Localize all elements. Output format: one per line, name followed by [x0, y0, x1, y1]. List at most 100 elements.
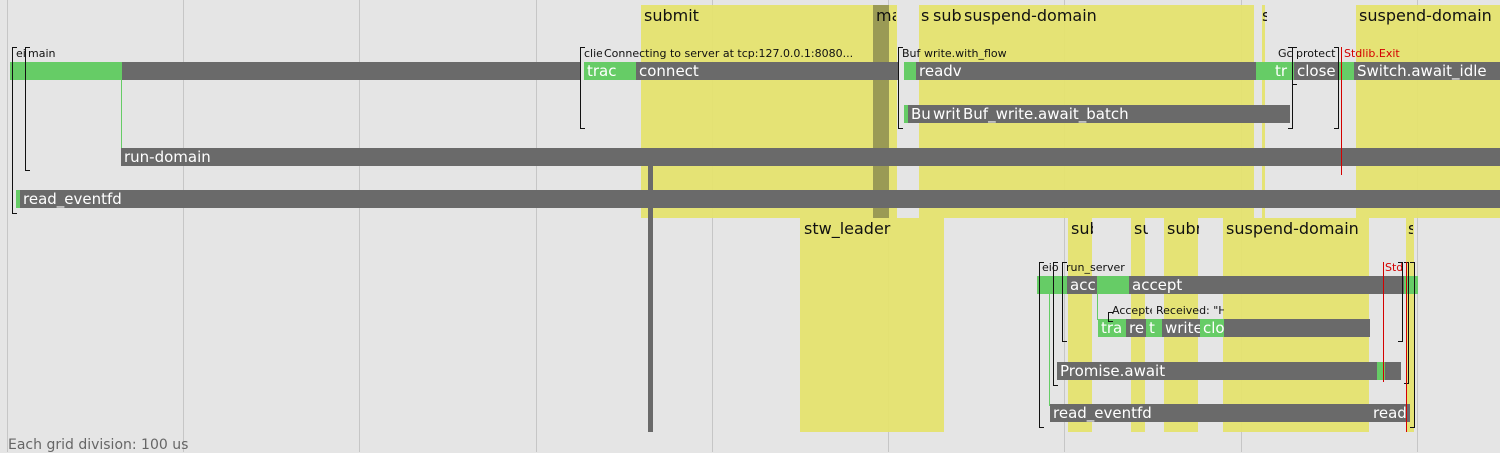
fiber-bar[interactable]: readv [916, 62, 1256, 80]
span-label: read_eventfd [23, 190, 122, 208]
fiber-bar[interactable] [122, 62, 580, 80]
grid-line [7, 0, 8, 452]
log-message: Received: "H [1156, 305, 1224, 317]
fiber-bar-active[interactable] [1377, 362, 1385, 380]
suspend-label: sub [933, 7, 961, 25]
exit-label: Stdlib.Exit [1344, 48, 1400, 60]
exit-marker [1383, 262, 1384, 382]
fiber-bar-active[interactable] [1097, 276, 1129, 294]
suspend-region[interactable] [889, 5, 897, 218]
fiber-bar-active[interactable] [1256, 62, 1272, 80]
grid-line [183, 0, 184, 452]
fiber-bar-active[interactable] [1037, 276, 1067, 294]
exit-marker [1341, 47, 1342, 175]
fiber-bar[interactable] [1385, 362, 1401, 380]
span-label: clo [1203, 319, 1224, 337]
fiber-label: Gc [1278, 48, 1292, 60]
fiber-bar[interactable]: write [1162, 319, 1200, 337]
fiber-bar[interactable]: acc [1067, 276, 1097, 294]
fiber-bracket [12, 47, 17, 214]
fiber-bar[interactable]: Promise.await [1057, 362, 1377, 380]
fiber-bar-active[interactable] [10, 62, 122, 80]
span-label: tra [1101, 319, 1123, 337]
suspend-label: subr [1167, 220, 1199, 238]
fiber-bracket [1039, 262, 1044, 428]
span-label: Buf_write.await_batch [963, 105, 1129, 123]
fiber-bar-active[interactable] [904, 62, 916, 80]
fiber-bar-active[interactable]: t [1146, 319, 1162, 337]
fiber-bar[interactable]: read [1370, 404, 1410, 422]
fiber-bar[interactable]: read_eventfd [1050, 404, 1370, 422]
suspend-region[interactable] [1406, 218, 1414, 432]
fiber-connector [121, 80, 122, 148]
fiber-bar[interactable]: Bu [908, 105, 930, 123]
span-label: accept [1132, 276, 1183, 294]
fiber-bracket [1398, 262, 1403, 342]
fiber-bracket [1410, 262, 1415, 428]
suspend-label: s [1262, 7, 1267, 25]
fiber-bracket [898, 47, 903, 129]
fiber-label: run_server [1066, 262, 1125, 274]
log-message: Connecting to server at tcp:127.0.0.1:80… [604, 48, 854, 60]
fiber-bar[interactable]: Buf_write.await_batch [960, 105, 1290, 123]
fiber-bar-active[interactable]: tra [1098, 319, 1126, 337]
fiber-bar-active[interactable]: clo [1200, 319, 1224, 337]
fiber-bar[interactable]: Switch.await_idle [1354, 62, 1500, 80]
exit-marker [1406, 262, 1407, 432]
span-label: Bu [911, 105, 930, 123]
fiber-bar[interactable]: writ [930, 105, 960, 123]
span-label: readv [919, 62, 962, 80]
fiber-connector [648, 165, 653, 432]
span-label: trac [587, 62, 617, 80]
span-label: re [1129, 319, 1145, 337]
fiber-bar-active[interactable]: trac [584, 62, 636, 80]
fiber-bar-active[interactable]: tr [1272, 62, 1294, 80]
fiber-bar[interactable]: read_eventfd [20, 190, 1500, 208]
span-label: tr [1275, 62, 1288, 80]
suspend-label: suspend-domain [1226, 220, 1359, 238]
suspend-label: su [1134, 220, 1148, 238]
suspend-region[interactable] [800, 218, 944, 432]
span-label: write [1165, 319, 1200, 337]
fiber-bracket [25, 47, 30, 171]
fiber-label: main [28, 48, 56, 60]
fiber-bar[interactable]: accept [1129, 276, 1404, 294]
fiber-bracket [1108, 312, 1113, 322]
gc-region[interactable] [873, 5, 889, 218]
fiber-bar-active[interactable] [16, 190, 20, 208]
span-label: t [1149, 319, 1155, 337]
grid-line [536, 0, 537, 452]
suspend-label: sub [1071, 220, 1093, 238]
span-label: read [1373, 404, 1407, 422]
fiber-connector [1097, 294, 1098, 320]
suspend-label: stw_leader [804, 220, 891, 238]
fiber-connector [1049, 294, 1050, 406]
fiber-label: write.with_flow [924, 48, 1007, 60]
fiber-label: protect [1296, 48, 1336, 60]
suspend-label: s [921, 7, 930, 25]
fiber-bar[interactable] [1224, 319, 1370, 337]
grid-line [359, 0, 360, 452]
fiber-bracket [580, 47, 585, 129]
fiber-bar-active[interactable] [904, 105, 908, 123]
span-label: writ [933, 105, 960, 123]
span-label: connect [639, 62, 699, 80]
span-label: Switch.await_idle [1357, 62, 1487, 80]
suspend-label: suspend-domain [964, 7, 1097, 25]
suspend-label: s [1408, 220, 1413, 238]
suspend-region[interactable] [641, 5, 873, 218]
suspend-region[interactable] [1356, 5, 1500, 218]
fiber-bar[interactable]: close [1294, 62, 1338, 80]
fiber-bar[interactable]: connect [636, 62, 898, 80]
span-label: read_eventfd [1053, 404, 1152, 422]
fiber-bracket [1288, 47, 1293, 129]
fiber-bar[interactable]: re [1126, 319, 1146, 337]
fiber-bar[interactable]: run-domain [121, 148, 1500, 166]
span-label: Promise.await [1060, 362, 1166, 380]
fiber-bar-active[interactable] [1338, 62, 1354, 80]
fiber-bracket [1053, 262, 1058, 386]
suspend-region[interactable] [1068, 218, 1092, 432]
span-label: acc [1070, 276, 1096, 294]
grid-line [1417, 0, 1418, 452]
